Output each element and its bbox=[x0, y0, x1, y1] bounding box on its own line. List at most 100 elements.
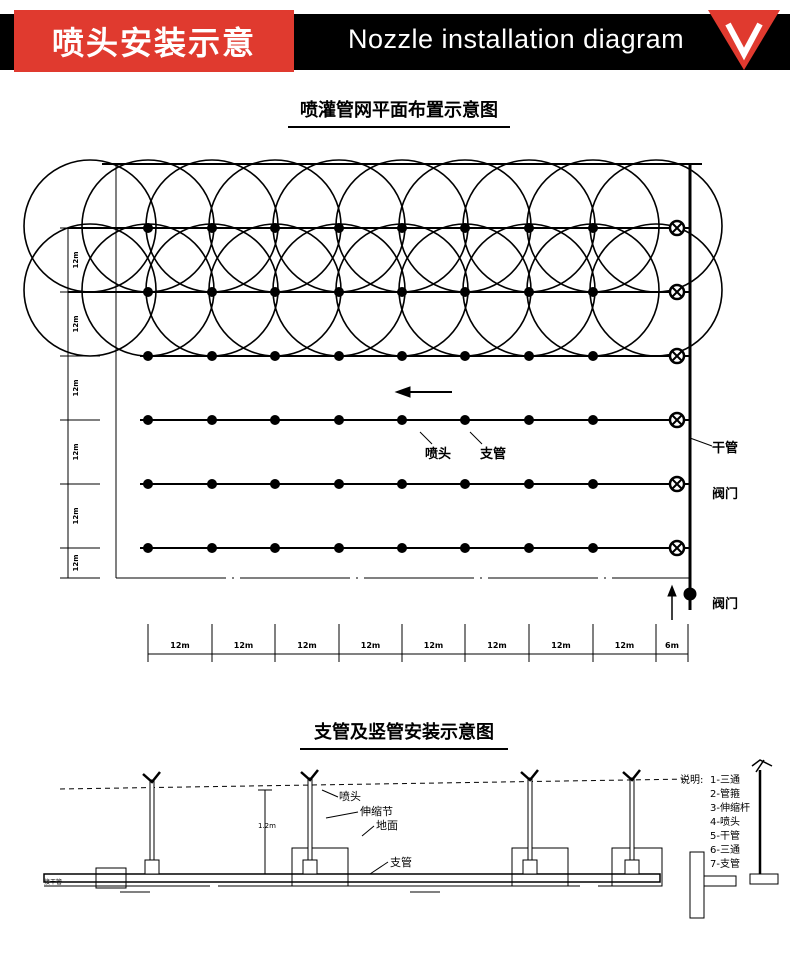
nozzle-dot bbox=[460, 223, 470, 233]
nozzle-dot bbox=[397, 479, 407, 489]
main-pipe-leader bbox=[689, 437, 713, 447]
nozzle-dot bbox=[397, 351, 407, 361]
nozzle-dot bbox=[524, 351, 534, 361]
spray-circle bbox=[23, 223, 157, 357]
nozzle-dot bbox=[460, 479, 470, 489]
spray-circle bbox=[23, 159, 157, 293]
nozzle-dot bbox=[207, 415, 217, 425]
riser-assembly bbox=[300, 769, 319, 875]
nozzle-dot bbox=[334, 287, 344, 297]
nozzle-dot bbox=[524, 479, 534, 489]
label-branch-pipe: 支管 bbox=[479, 446, 506, 462]
sprinkler-height-line bbox=[59, 778, 691, 790]
nozzle-dot bbox=[397, 223, 407, 233]
nozzle-dot bbox=[334, 351, 344, 361]
nozzle-dot bbox=[270, 223, 280, 233]
nozzle-dot bbox=[207, 351, 217, 361]
spacing-label: 12m bbox=[361, 641, 380, 650]
valve-icon bbox=[668, 475, 686, 493]
legend-item: 7-支管 bbox=[710, 857, 740, 870]
nozzle-dot bbox=[460, 543, 470, 553]
legend-item: 5-干管 bbox=[710, 829, 740, 842]
nozzle-leader bbox=[419, 431, 433, 445]
spacing-label: 12m bbox=[615, 641, 634, 650]
spacing-label: 12m bbox=[424, 641, 443, 650]
spacing-label: 12m bbox=[551, 641, 570, 650]
nozzle-dot bbox=[524, 287, 534, 297]
v-spacing-label: 12m bbox=[72, 379, 80, 396]
spacing-label: 6m bbox=[665, 641, 679, 650]
nozzle-dot bbox=[270, 287, 280, 297]
v-spacing-label: 12m bbox=[72, 554, 80, 571]
nozzle-dot bbox=[143, 543, 153, 553]
legend-item: 6-三通 bbox=[710, 844, 740, 856]
nozzle-dot bbox=[334, 415, 344, 425]
nozzle-dot bbox=[460, 351, 470, 361]
nozzle-head-icon bbox=[622, 769, 641, 782]
detail-branch bbox=[703, 875, 737, 887]
nozzle-dot bbox=[588, 415, 598, 425]
spacing-label: 12m bbox=[297, 641, 316, 650]
label-valve-1: 阀门 bbox=[712, 486, 738, 502]
label-main-pipe: 干管 bbox=[712, 440, 738, 456]
riser-box-3 bbox=[511, 847, 569, 887]
nozzle-dot bbox=[524, 543, 534, 553]
nozzle-dot bbox=[334, 543, 344, 553]
nozzle-dot bbox=[524, 223, 534, 233]
nozzle-head-icon bbox=[520, 769, 539, 782]
flow-arrow-head bbox=[394, 386, 411, 398]
sec-label-main: 接干管 bbox=[44, 878, 62, 886]
nozzle-dot bbox=[207, 287, 217, 297]
header-title-zh: 喷头安装示意 bbox=[51, 24, 256, 62]
nozzle-dot bbox=[588, 223, 598, 233]
legend-item: 1-三通 bbox=[710, 774, 740, 786]
nozzle-dot bbox=[207, 479, 217, 489]
nozzle-dot bbox=[397, 543, 407, 553]
sec-label-branch: 支管 bbox=[390, 855, 412, 869]
v-spacing-label: 12m bbox=[72, 507, 80, 524]
nozzle-dot bbox=[270, 479, 280, 489]
valve-icon bbox=[668, 539, 686, 557]
nozzle-dot bbox=[588, 479, 598, 489]
nozzle-dot bbox=[588, 351, 598, 361]
nozzle-dot bbox=[397, 287, 407, 297]
nozzle-dot bbox=[524, 415, 534, 425]
inlet-arrow-head bbox=[667, 584, 677, 597]
nozzle-dot bbox=[460, 287, 470, 297]
v-spacing-label: 12m bbox=[72, 443, 80, 460]
sec-label-nozzle: 喷头 bbox=[339, 790, 361, 803]
nozzle-dot bbox=[143, 287, 153, 297]
valve-icon bbox=[668, 347, 686, 365]
sec-leader-telescopic bbox=[325, 811, 359, 819]
nozzle-dot bbox=[143, 479, 153, 489]
nozzle-dot bbox=[460, 415, 470, 425]
section-title: 支管及竖管安装示意图 bbox=[300, 718, 508, 750]
nozzle-dot bbox=[334, 223, 344, 233]
sec-label-telescopic: 伸缩节 bbox=[360, 805, 393, 818]
branch-pipe-body bbox=[43, 873, 661, 883]
label-valve-2: 阀门 bbox=[712, 596, 738, 612]
nozzle-dot bbox=[397, 415, 407, 425]
riser-assembly bbox=[622, 769, 641, 875]
spacing-label: 12m bbox=[234, 641, 253, 650]
v-spacing-label: 12m bbox=[72, 315, 80, 332]
riser-assembly bbox=[142, 771, 161, 875]
sec-label-ground: 地面 bbox=[376, 819, 398, 832]
plan-title: 喷灌管网平面布置示意图 bbox=[288, 96, 510, 128]
spacing-label: 12m bbox=[487, 641, 506, 650]
plan-layout: 12m 12m 12m 12m 12m 12m 12m 12m 6m 12m 12m 12m 12m 12… bbox=[23, 159, 723, 662]
header-title-box: 喷头安装示意 bbox=[14, 10, 294, 72]
legend-item: 3-伸缩杆 bbox=[710, 801, 750, 814]
valve-icon bbox=[668, 219, 686, 237]
branch-leader bbox=[469, 431, 483, 445]
label-nozzle: 喷头 bbox=[425, 446, 451, 462]
v-spacing-label: 12m bbox=[72, 251, 80, 268]
sec-label-height: 1.2m bbox=[258, 822, 276, 830]
v-chevron-mark bbox=[725, 22, 763, 61]
riser-box-4 bbox=[611, 847, 663, 887]
v-chevron-icon bbox=[708, 10, 780, 70]
nozzle-dot bbox=[207, 223, 217, 233]
nozzle-dot bbox=[143, 415, 153, 425]
